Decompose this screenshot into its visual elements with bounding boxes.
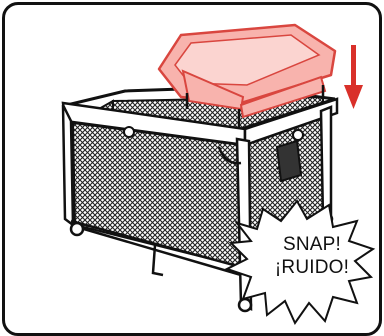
storage-pocket bbox=[277, 141, 301, 181]
callout-line-1: SNAP! bbox=[257, 233, 367, 256]
playard-illustration bbox=[5, 5, 382, 336]
callout-line-2: ¡RUIDO! bbox=[257, 256, 367, 279]
logo-badge-left bbox=[124, 127, 134, 137]
snap-callout-text: SNAP! ¡RUIDO! bbox=[257, 233, 367, 279]
logo-badge-right bbox=[293, 130, 303, 140]
down-arrow-icon bbox=[344, 45, 363, 109]
